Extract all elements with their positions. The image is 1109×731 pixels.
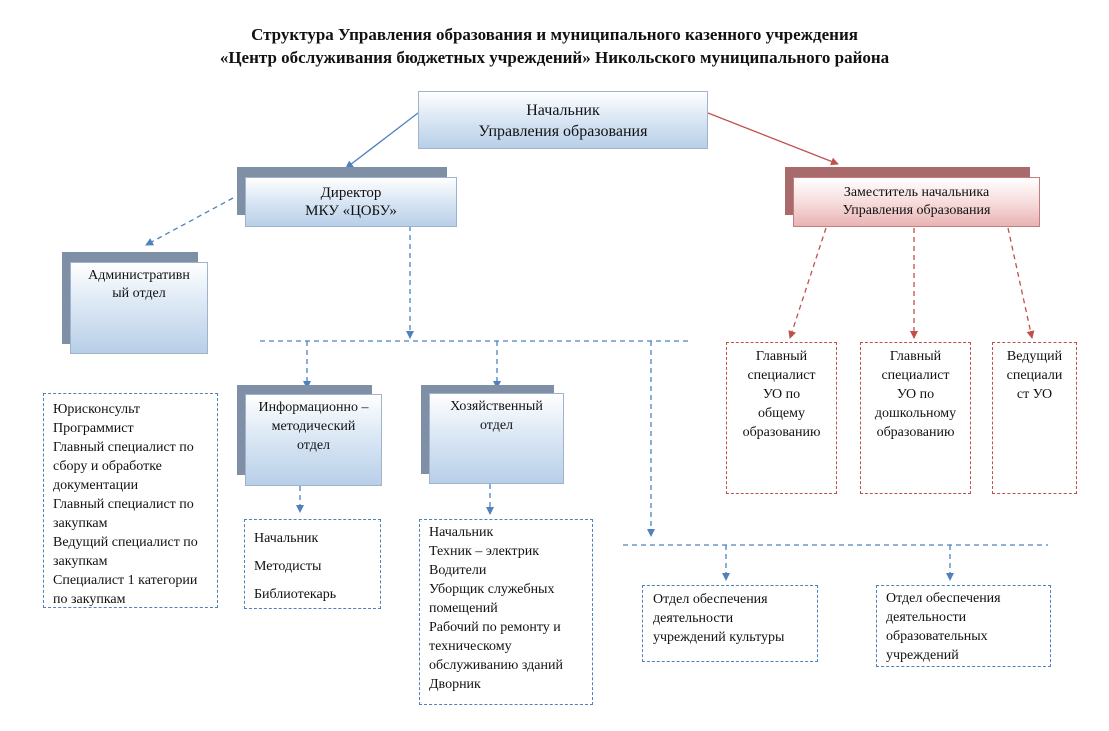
staff-list-item: Главный специалист по — [53, 497, 194, 512]
staff-list-item: Главный специалист по — [53, 440, 194, 455]
econ-staff-item: Техник – электрик — [429, 544, 539, 559]
info-dept-label-1: Информационно – — [258, 400, 369, 415]
staff-list-item: Программист — [53, 421, 134, 436]
econ-staff-item: Дворник — [429, 677, 481, 692]
arrow-head-to-deputy — [707, 112, 839, 166]
spec-general-line: УО по — [762, 387, 801, 402]
spec-general-line: Главный — [755, 349, 808, 364]
edu-inst-dept-line: учреждений — [886, 648, 959, 663]
econ-staff-item: Уборщик служебных — [429, 582, 555, 597]
spec-general-line: общему — [758, 406, 805, 421]
info-dept-box: Информационно – методический отдел — [245, 394, 382, 486]
staff-list-item: закупкам — [53, 516, 108, 531]
info-dept-label-2: методический — [271, 419, 356, 434]
arrow-deputy-to-spec-lead — [1007, 227, 1035, 339]
econ-staff-item: обслуживанию зданий — [429, 658, 563, 673]
culture-dept-box: Отдел обеспечения деятельности учреждени… — [642, 585, 818, 662]
director-box: Директор МКУ «ЦОБУ» — [245, 177, 457, 227]
admin-dept-box: Административн ый отдел — [70, 262, 208, 354]
deputy-subtitle: Управления образования — [842, 203, 991, 218]
econ-staff-box: Начальник Техник – электрик Водители Убо… — [419, 519, 593, 705]
admin-dept-label-1: Административн — [88, 268, 190, 283]
econ-dept-box: Хозяйственный отдел — [429, 393, 564, 484]
spec-preschool-line: Главный — [889, 349, 942, 364]
culture-dept-line: Отдел обеспечения — [653, 592, 768, 607]
head-subtitle: Управления образования — [478, 123, 648, 140]
director-title: Директор — [320, 185, 382, 201]
econ-staff-item: Начальник — [429, 525, 494, 540]
edu-inst-dept-line: Отдел обеспечения — [886, 591, 1001, 606]
spec-preschool-line: специалист — [881, 368, 950, 383]
spec-lead-line: ст УО — [1016, 387, 1053, 402]
staff-list-item: Юрисконсульт — [53, 402, 141, 417]
deputy-box: Заместитель начальника Управления образо… — [793, 177, 1040, 227]
culture-dept-line: учреждений культуры — [653, 630, 785, 645]
edu-inst-dept-line: деятельности — [886, 610, 967, 625]
staff-list-item: документации — [53, 478, 139, 493]
diagram-title-line-2: «Центр обслуживания бюджетных учреждений… — [219, 48, 890, 67]
econ-staff-item: Водители — [429, 563, 487, 578]
staff-list-box: Юрисконсульт Программист Главный специал… — [43, 393, 218, 608]
spec-preschool-line: образованию — [876, 425, 955, 440]
admin-dept-label-2: ый отдел — [112, 286, 166, 301]
spec-lead-box: Ведущий специали ст УО — [992, 342, 1077, 494]
info-staff-item: Библиотекарь — [254, 587, 337, 602]
info-staff-item: Начальник — [254, 531, 319, 546]
head-box: Начальник Управления образования — [418, 91, 708, 149]
diagram-title-line-1: Структура Управления образования и муниц… — [251, 25, 858, 44]
spec-general-line: образованию — [742, 425, 821, 440]
staff-list-item: закупкам — [53, 554, 108, 569]
spec-general-box: Главный специалист УО по общему образова… — [726, 342, 837, 494]
head-title: Начальник — [526, 102, 600, 119]
director-org: МКУ «ЦОБУ» — [305, 203, 397, 219]
culture-dept-line: деятельности — [653, 611, 734, 626]
deputy-title: Заместитель начальника — [843, 185, 990, 200]
econ-staff-item: Рабочий по ремонту и — [429, 620, 561, 635]
spec-lead-line: Ведущий — [1006, 349, 1063, 364]
staff-list-item: Ведущий специалист по — [53, 535, 198, 550]
arrow-deputy-to-spec-general — [788, 227, 827, 339]
edu-inst-dept-box: Отдел обеспечения деятельности образоват… — [876, 585, 1051, 667]
info-staff-item: Методисты — [254, 559, 322, 574]
info-dept-label-3: отдел — [296, 438, 331, 453]
staff-list-item: сбору и обработке — [53, 459, 162, 474]
spec-preschool-box: Главный специалист УО по дошкольному обр… — [860, 342, 971, 494]
edu-inst-dept-line: образовательных — [886, 629, 988, 644]
spec-general-line: специалист — [747, 368, 816, 383]
arrow-director-to-admin — [145, 197, 234, 246]
staff-list-item: Специалист 1 категории — [53, 573, 198, 588]
arrow-head-to-director — [345, 112, 419, 169]
spec-preschool-line: УО по — [896, 387, 935, 402]
econ-staff-item: техническому — [429, 639, 512, 654]
info-staff-box: Начальник Методисты Библиотекарь — [244, 519, 381, 609]
econ-dept-label-2: отдел — [479, 418, 514, 433]
econ-dept-label-1: Хозяйственный — [450, 399, 543, 414]
spec-lead-line: специали — [1006, 368, 1063, 383]
staff-list-item: по закупкам — [53, 592, 126, 607]
spec-preschool-line: дошкольному — [874, 406, 957, 421]
econ-staff-item: помещений — [429, 601, 498, 616]
